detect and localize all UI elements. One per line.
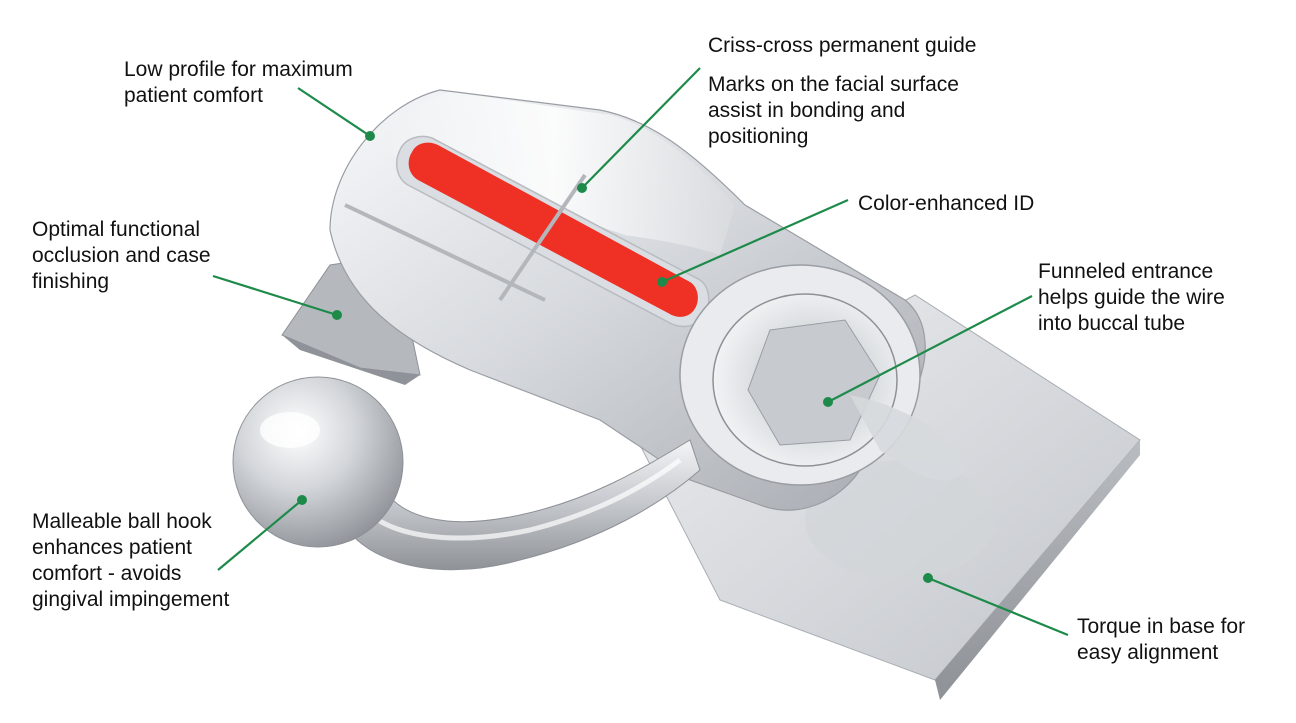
leader-optimal	[212, 274, 338, 317]
leader-criss-cross	[581, 67, 701, 189]
leader-optimal-dot	[332, 310, 342, 320]
leader-torque	[927, 576, 1069, 637]
occlusal-wing-face	[282, 335, 420, 385]
torque-base-edge	[935, 440, 1140, 700]
leader-ball-hook-dot	[297, 495, 307, 505]
base-recess	[805, 460, 995, 580]
tube-lumen	[747, 319, 881, 446]
callout-marks: Marks on the facial surface assist in bo…	[708, 73, 959, 148]
leader-funneled-dot	[823, 397, 833, 407]
criss-cross-guide-short	[498, 173, 587, 302]
callout-torque-base: Torque in base for easy alignment	[1077, 615, 1246, 664]
tube-top-face	[375, 92, 735, 255]
malleable-ball	[232, 376, 404, 548]
callout-ball-hook: Malleable ball hook enhances patient com…	[32, 510, 230, 611]
callout-optimal-occlusion: Optimal functional occlusion and case fi…	[32, 218, 211, 293]
callout-low-profile: Low profile for maximum patient comfort	[124, 58, 353, 107]
leader-low-profile-dot	[365, 131, 375, 141]
callout-funneled-entrance: Funneled entrance helps guide the wire i…	[1038, 260, 1225, 335]
callout-criss-cross: Criss-cross permanent guide	[708, 34, 977, 57]
leader-ball-hook	[217, 499, 303, 571]
ball-highlight	[260, 412, 320, 448]
callout-color-id: Color-enhanced ID	[858, 192, 1035, 215]
funnel-tongue	[850, 395, 965, 481]
leader-criss-cross-dot	[577, 183, 587, 193]
leader-low-profile	[297, 87, 371, 137]
leader-color-id-dot	[657, 277, 667, 287]
leader-funneled	[827, 295, 1033, 403]
leader-torque-dot	[923, 573, 933, 583]
color-enhanced-id-strip	[408, 142, 698, 317]
leader-color-id	[661, 198, 849, 284]
ball-hook-highlight	[358, 457, 682, 541]
